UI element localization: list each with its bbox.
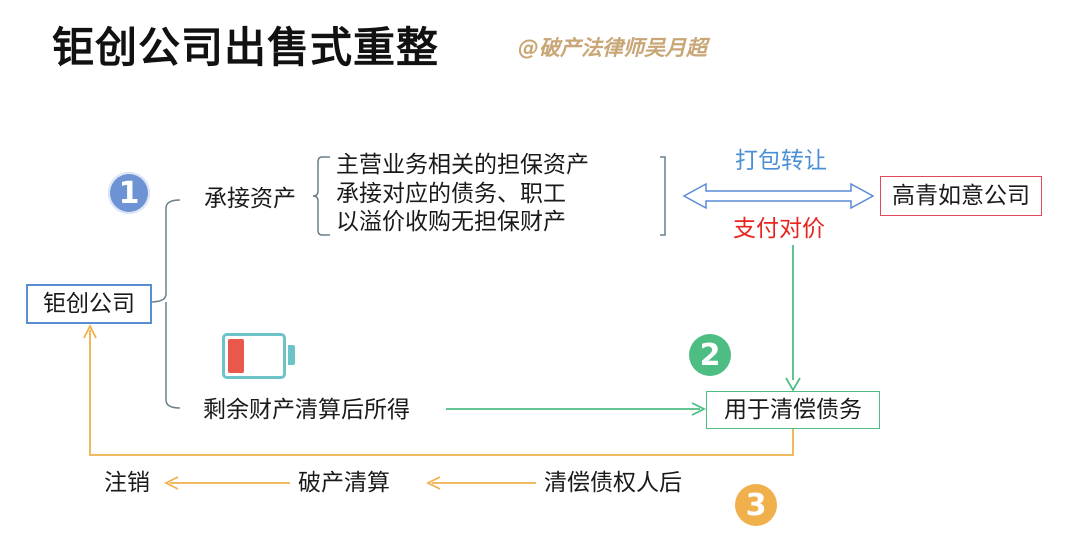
marker-3: 3 [735,484,777,526]
asset-item: 承接对应的债务、职工 [336,181,566,207]
step-deregister: 注销 [104,470,150,496]
page-title: 钜创公司出售式重整 [52,23,440,72]
asset-item: 以溢价收购无担保财产 [336,209,566,235]
author-watermark: @破产法律师吴月超 [518,36,707,60]
marker-2: 2 [689,334,731,376]
label-package-transfer: 打包转让 [735,148,827,174]
battery-level [228,339,244,373]
battery-cap [288,345,295,365]
branch-remaining-assets: 剩余财产清算后所得 [203,397,410,423]
battery-icon [222,333,286,379]
items-close-bracket [660,156,666,236]
node-juchuang: 钜创公司 [26,284,152,324]
return-loop [89,330,794,456]
items-brace [312,156,330,236]
tree-bracket [149,199,181,409]
asset-item: 主营业务相关的担保资产 [336,152,589,178]
step-after-repay: 清偿债权人后 [544,470,682,496]
transfer-double-arrow [682,182,875,210]
step-liquidation: 破产清算 [298,470,390,496]
node-gaoqing: 高青如意公司 [880,176,1042,216]
label-pay-consideration: 支付对价 [733,216,825,242]
branch-assume-assets: 承接资产 [204,186,296,212]
marker-1: 1 [108,172,150,214]
node-repay-debts: 用于清偿债务 [706,391,880,429]
